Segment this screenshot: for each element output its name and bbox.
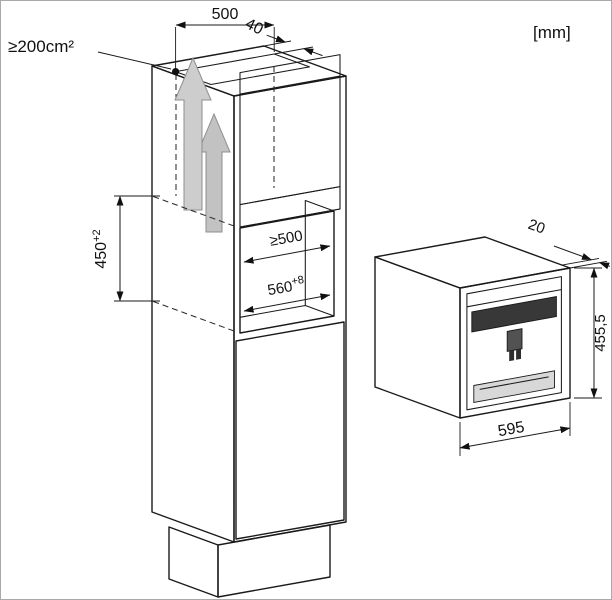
ext-line [569, 260, 608, 269]
cabinet-drawing [151, 45, 347, 598]
appliance-top-trim-line [466, 289, 562, 308]
dim-line-appliance-width [459, 426, 571, 450]
dim-line-niche-width [243, 293, 331, 313]
dim-label-top-clearance: 20 [526, 216, 547, 238]
airflow-up-arrow-front-icon [174, 56, 212, 211]
dispenser-spout-left [509, 350, 515, 362]
airflow-up-arrow-rear-icon [197, 112, 231, 233]
dispenser-spout-right [516, 348, 521, 360]
units-label: [mm] [533, 23, 571, 42]
appliance-front-panel [466, 276, 562, 411]
niche-interior-edges [304, 199, 335, 306]
dimensions: 500 ≥200cm² 40 450+2 ≥500 560+8 20 455,5 [8, 6, 610, 456]
dim-label-niche-height: 450+2 [91, 229, 110, 268]
drip-tray-slot-line [479, 376, 549, 390]
ext-line [274, 46, 314, 55]
dim-label-niche-min-width: ≥500 [268, 227, 304, 250]
dim-label-top-opening-depth: 40 [242, 15, 266, 38]
dim-line-niche-min-width [243, 244, 331, 264]
dim-line-top-opening-depth-b [303, 48, 323, 57]
hidden-niche-floor-line [151, 300, 235, 332]
vent-area-leader-line [97, 51, 172, 70]
ext-line [561, 257, 600, 266]
dim-label-appliance-width: 595 [497, 419, 526, 440]
appliance-front-face [459, 267, 571, 419]
hidden-niche-ceiling-line [151, 195, 235, 227]
cabinet-door [235, 321, 345, 540]
vent-area-marker-dot [172, 68, 180, 76]
dim-line-top-clearance-a [553, 245, 592, 261]
dim-line-top-clearance-b [599, 262, 610, 270]
appliance-display [471, 295, 557, 333]
appliance-dispenser [506, 328, 523, 352]
appliance-drawing [374, 236, 571, 419]
dim-label-appliance-height: 455,5 [592, 314, 609, 352]
plinth-front [217, 524, 331, 598]
top-compartment-floor [239, 186, 341, 228]
appliance-drip-tray [473, 370, 555, 404]
dim-line-top-opening-depth-a [266, 34, 286, 43]
vent-area-label: ≥200cm² [8, 37, 74, 56]
dim-label-top-opening-width: 500 [212, 6, 239, 23]
